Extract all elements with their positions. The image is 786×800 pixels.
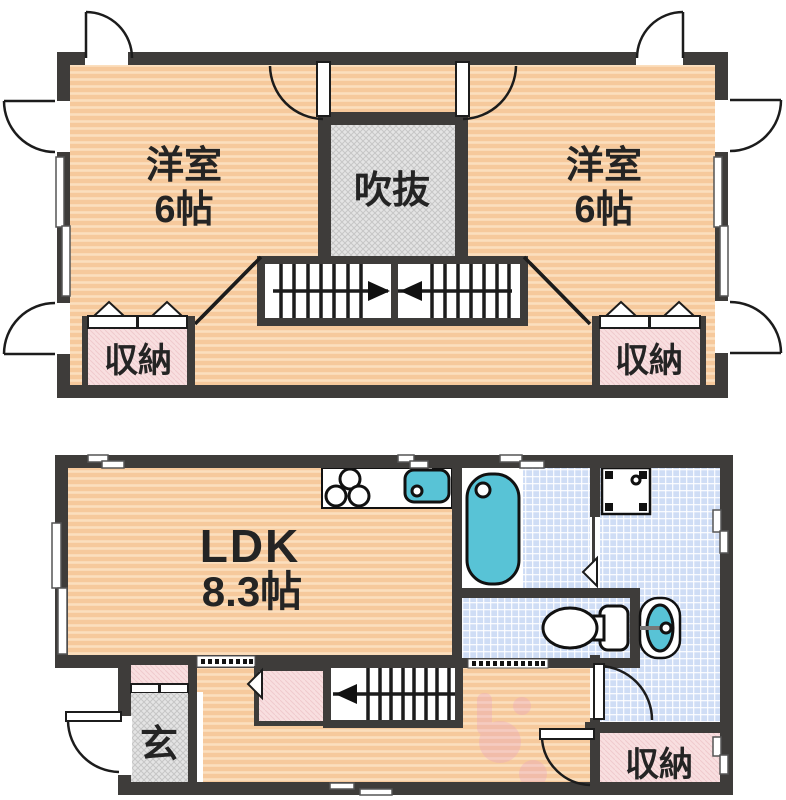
bedroom-left-door [268, 61, 331, 121]
folding-door-icon [149, 300, 185, 317]
entrance-door [65, 711, 132, 775]
closet-right-label: 収納 [615, 342, 683, 380]
entrance-tile [131, 693, 188, 782]
folding-door-icon [661, 300, 697, 317]
room-left-name: 洋室 [146, 144, 222, 187]
washing-machine-pan-icon [600, 466, 652, 516]
storage-label: 収納 [625, 746, 693, 784]
storage-door [539, 728, 595, 787]
kitchen-counter [321, 460, 453, 509]
window-top-ldk [87, 454, 125, 469]
closet-door-leaf-icon [246, 667, 263, 701]
toilet-icon [541, 604, 630, 652]
window-left-bottom-2f [2, 301, 70, 356]
window-left-ldk [51, 522, 68, 655]
window-right-slider-2f [713, 156, 729, 297]
second-floor-plan: 収納 収納 洋室 6帖 洋室 6帖 吹抜 [2, 10, 783, 398]
window-left-top-2f [2, 99, 70, 154]
ldk-size: 8.3帖 [202, 568, 302, 615]
first-floor-plan: 収納 [51, 454, 733, 796]
stair-arrow-left-icon [400, 281, 422, 301]
bedroom-right-door [455, 61, 518, 121]
folding-door-icon [603, 300, 639, 317]
stair-railings-2f [193, 255, 592, 326]
folding-door-icon [91, 300, 127, 317]
ldk-room: LDK 8.3帖 [200, 520, 302, 615]
watermark [477, 693, 547, 788]
staircase-2f [257, 256, 528, 326]
void-walls [318, 112, 468, 258]
washroom-door [593, 663, 654, 721]
closet-left-2f: 収納 [82, 300, 195, 385]
window-right-washroom [712, 509, 729, 554]
stair-arrow-right-icon [368, 281, 390, 301]
window-left-slider-2f [55, 156, 71, 297]
window-top-kitchen [397, 454, 429, 469]
closet-left-label: 収納 [104, 342, 172, 380]
storage-room-1f: 収納 [600, 733, 720, 784]
room-right-size: 6帖 [574, 189, 633, 231]
stair-arrow-down-icon [335, 684, 357, 704]
sliding-door-ldk [196, 655, 256, 668]
entrance-area: 玄 [130, 665, 189, 782]
bathroom-floor [523, 468, 590, 588]
window-right-bottom-2f [715, 300, 783, 355]
bedroom-left: 洋室 6帖 [146, 144, 222, 231]
void-label: 吹抜 [354, 170, 430, 212]
walls-1f [55, 455, 733, 795]
entry-door-top-left [84, 10, 134, 65]
sliding-door-wc [467, 658, 549, 669]
ldk-name: LDK [200, 520, 301, 572]
understair-closet [246, 666, 331, 726]
entry-door-top-right [635, 10, 685, 65]
room-left-size: 6帖 [154, 189, 213, 231]
closet-right-2f: 収納 [592, 300, 706, 385]
void-area [331, 125, 455, 258]
bedroom-right: 洋室 6帖 [566, 144, 642, 231]
window-right-storage [712, 736, 729, 775]
entry-step-edge [197, 692, 203, 782]
stove-icon [324, 467, 371, 508]
bathtub-icon [462, 468, 523, 588]
staircase-1f [323, 660, 463, 728]
room-right-name: 洋室 [566, 144, 642, 187]
window-bottom-hall [329, 782, 393, 796]
bathroom-door-leaf-icon [581, 555, 598, 589]
washbasin-icon [638, 596, 682, 660]
entrance-label: 玄 [140, 724, 178, 766]
window-top-bathroom [499, 454, 545, 469]
window-right-top-2f [715, 98, 783, 153]
